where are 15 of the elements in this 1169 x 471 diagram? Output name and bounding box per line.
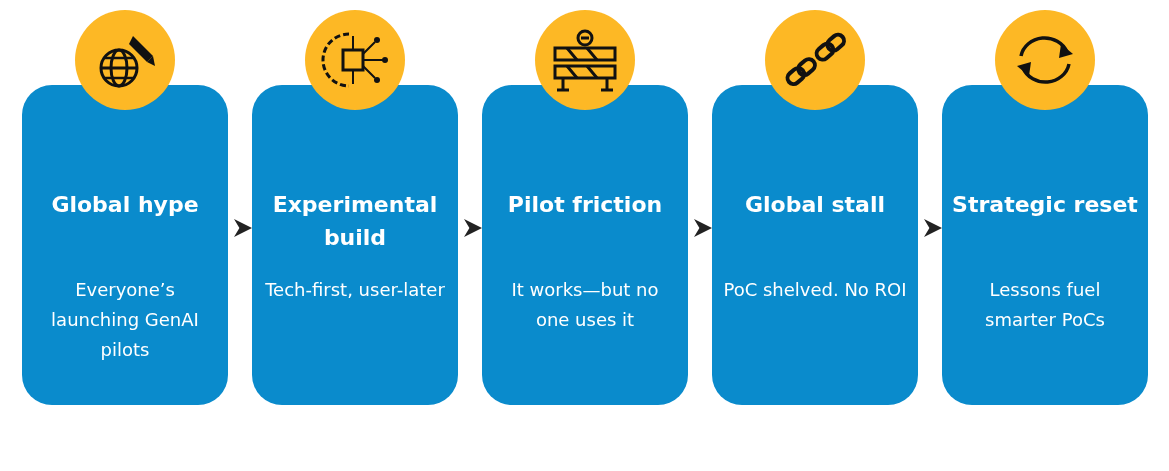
stage-card: [712, 85, 918, 405]
stage-card: [22, 85, 228, 405]
stage-title: Strategic reset: [951, 191, 1139, 219]
stage-description: Lessons fuel smarter PoCs: [984, 278, 1106, 332]
stage-description: It works—but no one uses it: [510, 278, 660, 332]
stage-description: Everyone’s launching GenAI pilots: [50, 278, 200, 362]
stage-description: Tech-first, user-later: [264, 278, 446, 302]
stage-title: Pilot friction: [506, 191, 664, 219]
stage-description: PoC shelved. No ROI: [722, 278, 908, 302]
stage-title: Experimental build: [271, 191, 439, 252]
stage-title: Global stall: [743, 191, 886, 219]
stage-title: Global hype: [50, 191, 200, 219]
stage-card: [942, 85, 1148, 405]
stage-card: [482, 85, 688, 405]
stage-card: [252, 85, 458, 405]
